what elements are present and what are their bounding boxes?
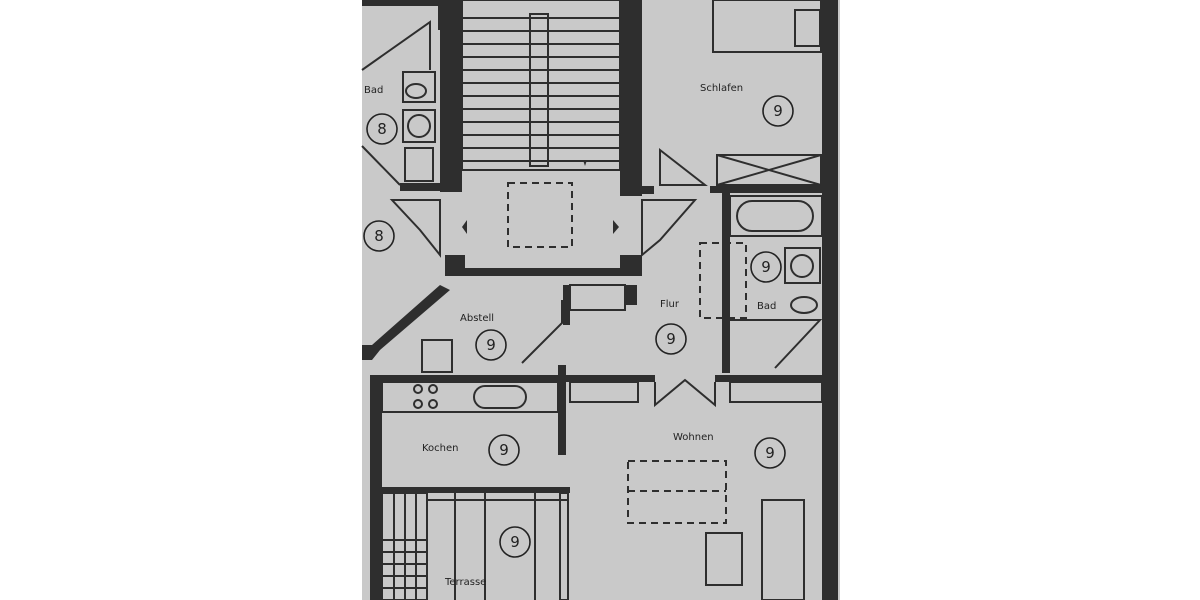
abstell-flur-fixtures [421,284,716,408]
room-number: 9 [486,336,496,354]
room-number: 9 [666,330,676,348]
walls [362,0,838,600]
room-label: Bad [364,85,383,96]
room-labels: Bad 8 Schlafen 9 Abstell 9 Flur 9 Bad 9 … [363,83,794,588]
kitchen-sink-icon [473,385,527,409]
bathtub-icon [736,200,814,232]
room-number: 9 [773,102,783,120]
sink-icon [790,254,814,278]
room-number: 9 [510,533,520,551]
room-label: Bad [757,301,776,312]
stove-icon [413,384,423,394]
arrow-right-icon [613,220,619,234]
staircase [461,0,621,171]
bad-left-fixtures [361,20,436,186]
page-margin [0,0,362,600]
room-label: Flur [660,299,680,310]
room-number: 8 [377,120,387,138]
room-number-partial: 8 [374,227,384,245]
toilet-icon [790,296,818,314]
landing [389,147,708,258]
toilet-icon [405,83,427,99]
room-label: Kochen [422,443,459,454]
sink-icon [407,114,431,138]
schlafen-furniture [712,0,822,186]
room-label: Schlafen [700,83,743,94]
elevator-outline [507,182,573,248]
sofa [761,499,805,600]
kitchen-counter [381,381,559,413]
armchair [705,532,743,586]
wohnen-furniture [627,460,805,600]
room-label: Terrasse [444,577,486,588]
room-number: 9 [499,441,509,459]
room-number: 9 [765,444,775,462]
wardrobe [716,154,822,186]
door-swing [659,147,708,186]
kitchen-fixtures [381,381,823,413]
door-swing [654,378,716,408]
terrasse [381,492,569,600]
room-label: Abstell [460,313,494,324]
room-number: 9 [761,258,771,276]
arrow-left-icon [462,220,467,234]
room-label: Wohnen [673,432,714,443]
bad-right-fixtures [699,195,823,369]
